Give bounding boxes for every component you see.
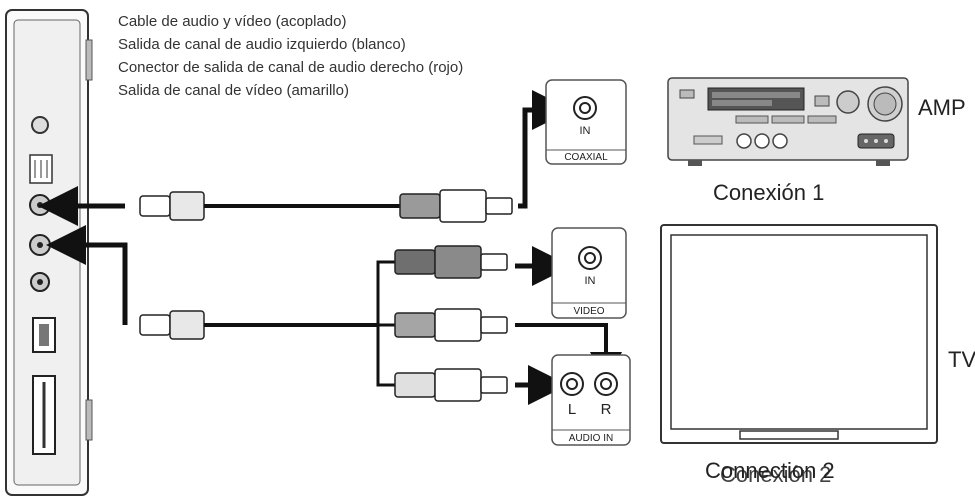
connection-2-caption-es: Conexión 2 — [720, 462, 832, 487]
coaxial-input-panel: IN COAXIAL — [545, 79, 627, 165]
coaxial-panel-label: COAXIAL — [564, 152, 608, 163]
audio-panel-label: AUDIO IN — [569, 433, 613, 444]
legend-line-right-audio: Conector de salida de canal de audio der… — [118, 59, 464, 76]
coaxial-jack-label: IN — [580, 125, 591, 137]
coaxial-cable — [38, 90, 572, 226]
amplifier-icon — [667, 77, 909, 166]
audio-input-panel: L R AUDIO IN — [551, 354, 631, 446]
video-jack-label: IN — [585, 275, 596, 287]
audio-left-label: L — [568, 401, 576, 418]
audio-right-label: R — [601, 401, 612, 418]
legend-line-video: Salida de canal de vídeo (amarillo) — [118, 82, 349, 99]
dc-jack-icon — [31, 116, 49, 134]
player-side-panel — [5, 9, 93, 496]
av-cable — [46, 225, 622, 405]
connection-2-caption-en: Connection 2 — [705, 458, 835, 483]
tv-label: TV — [948, 347, 975, 372]
legend-line-left-audio: Salida de canal de audio izquierdo (blan… — [118, 36, 406, 53]
connection-1-caption: Conexión 1 — [713, 180, 825, 205]
legend-line-av-cable: Cable de audio y vídeo (acoplado) — [118, 13, 347, 30]
amp-label: AMP — [918, 95, 966, 120]
video-panel-label: VIDEO — [573, 306, 604, 317]
television-icon — [660, 224, 938, 444]
video-input-panel: IN VIDEO — [551, 227, 627, 319]
